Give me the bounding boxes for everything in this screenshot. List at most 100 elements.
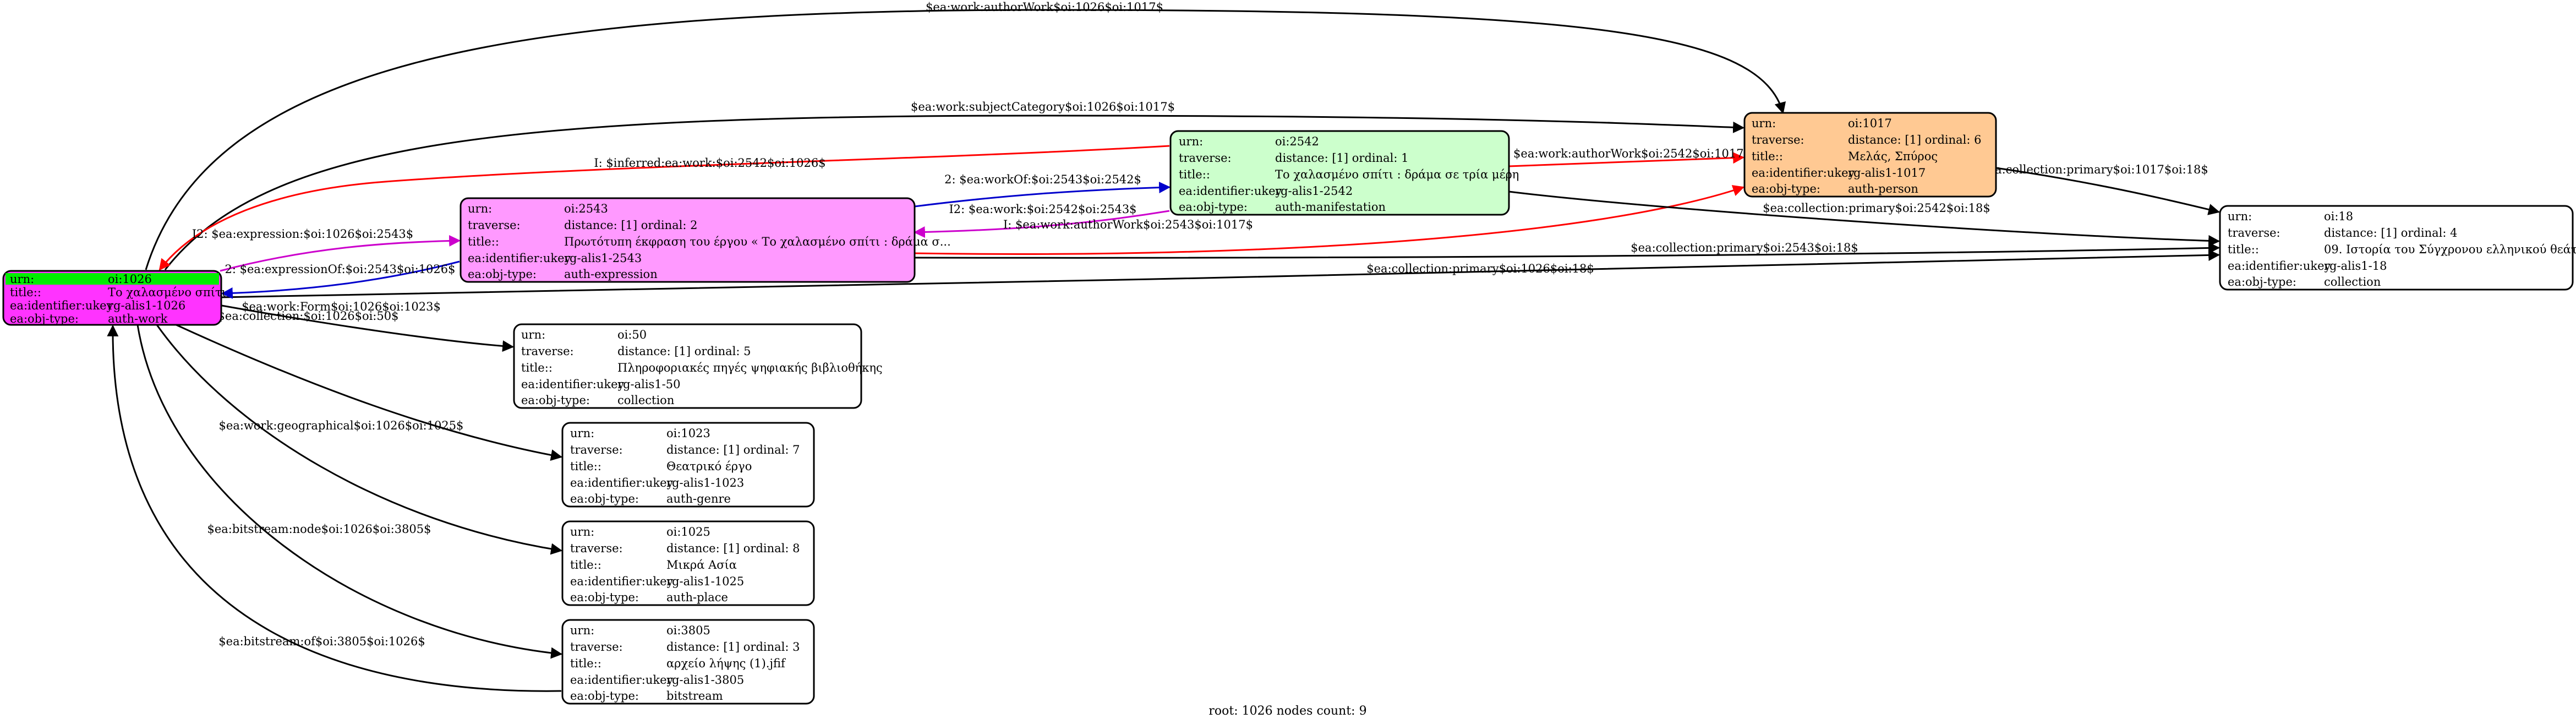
node-value: rg-alis1-1025	[666, 575, 744, 588]
edge-authorwork-1026-1017[interactable]	[145, 9, 1786, 270]
edge-label: $ea:work:subjectCategory$oi:1026$oi:1017…	[911, 100, 1175, 113]
edge-work-2542-2543[interactable]	[913, 210, 1170, 238]
node-value: αρχείο λήψης (1).jfif	[666, 657, 786, 670]
node-value: oi:1025	[666, 525, 710, 538]
edge-label: $ea:bitstream:node$oi:1026$oi:3805$	[207, 522, 431, 536]
node-value: collection	[617, 394, 674, 407]
node-value: Θεατρικό έργο	[666, 460, 752, 473]
node-value: distance: [1] ordinal: 8	[666, 542, 800, 555]
node-value: distance: [1] ordinal: 4	[2324, 226, 2458, 239]
edge-collprimary-2542-18[interactable]	[1508, 190, 2220, 247]
edge-subjectcategory-1026-1017[interactable]	[164, 115, 1745, 270]
node-value: auth-expression	[564, 268, 658, 281]
edge-label: 2: $ea:expressionOf:$oi:2543$oi:1026$	[225, 263, 455, 276]
node-key: ea:identifier:ukey	[1752, 166, 1855, 179]
node-2542[interactable]: urn: oi:2542 traverse: distance: [1] ord…	[1169, 130, 1519, 216]
node-1026[interactable]: urn: oi:1026 title:: Το χαλασμένο σπίτι …	[2, 270, 226, 326]
node-value: distance: [1] ordinal: 3	[666, 640, 800, 654]
node-value: Πληροφοριακές πηγές ψηφιακής βιβλιοθήκης	[617, 361, 883, 374]
edge-workform-1026-1023[interactable]	[176, 324, 563, 461]
node-key: title::	[10, 286, 41, 299]
node-key: title::	[570, 558, 601, 571]
node-key: urn:	[521, 328, 545, 341]
node-value: distance: [1] ordinal: 7	[666, 443, 800, 456]
node-value: rg-alis1-50	[617, 378, 681, 391]
node-value: auth-place	[666, 591, 728, 604]
node-key: traverse:	[1752, 133, 1804, 146]
node-value: auth-manifestation	[1275, 200, 1386, 214]
node-key: ea:obj-type:	[468, 268, 537, 281]
node-key: urn:	[10, 273, 34, 286]
node-key: ea:obj-type:	[570, 492, 639, 505]
edge-geographical-1026-1025[interactable]	[156, 324, 563, 555]
node-key: title::	[2228, 243, 2259, 256]
node-1025[interactable]: urn: oi:1025 traverse: distance: [1] ord…	[561, 520, 815, 606]
node-key: traverse:	[570, 542, 623, 555]
node-value: oi:2543	[564, 202, 608, 215]
node-value: Το χαλασμένο σπίτι	[108, 286, 226, 299]
node-key: title::	[570, 657, 601, 670]
node-key: ea:obj-type:	[570, 689, 639, 703]
node-key: traverse:	[521, 345, 574, 358]
node-key: title::	[1179, 168, 1210, 181]
edge-label: $ea:work:authorWork$oi:1026$oi:1017$	[926, 1, 1163, 14]
node-key: traverse:	[570, 443, 623, 456]
node-value: distance: [1] ordinal: 5	[617, 345, 751, 358]
edge-bitstreamof-3805-1026[interactable]	[107, 324, 562, 692]
node-header-highlight	[6, 273, 219, 285]
node-key: title::	[468, 235, 499, 248]
node-value: oi:3805	[666, 624, 710, 637]
node-3805[interactable]: urn: oi:3805 traverse: distance: [1] ord…	[561, 619, 815, 705]
node-key: traverse:	[570, 640, 623, 654]
edge-label: $ea:work:Form$oi:1026$oi:1023$	[242, 300, 441, 313]
node-2543[interactable]: urn: oi:2543 traverse: distance: [1] ord…	[460, 197, 951, 283]
edge-expression-1026-2543[interactable]	[220, 235, 461, 272]
node-key: ea:identifier:ukey	[570, 673, 674, 687]
node-key: urn:	[570, 525, 594, 538]
edge-collection-1026-50[interactable]	[221, 304, 515, 352]
node-value: oi:18	[2324, 210, 2353, 223]
node-key: ea:identifier:ukey	[570, 476, 674, 489]
edge-collprimary-1017-18[interactable]	[1995, 167, 2220, 215]
node-value: collection	[2324, 275, 2381, 288]
node-value: rg-alis1-1026	[108, 299, 185, 312]
node-value: distance: [1] ordinal: 1	[1275, 151, 1409, 165]
node-value: auth-work	[108, 312, 168, 325]
edge-expressionof-2543-1026[interactable]	[221, 260, 460, 299]
edge-label: $ea:collection:primary$oi:1017$oi:18$	[1981, 163, 2208, 176]
node-key: urn:	[1752, 117, 1776, 130]
node-value: rg-alis1-2542	[1275, 184, 1353, 198]
edge-collprimary-2543-18[interactable]	[914, 242, 2220, 259]
edge-label: $ea:collection:primary$oi:2543$oi:18$	[1631, 241, 1858, 254]
node-value: Πρωτότυπη έκφραση του έργου « Το χαλασμέ…	[564, 235, 951, 248]
node-1017[interactable]: urn: oi:1017 traverse: distance: [1] ord…	[1743, 112, 1997, 198]
node-value: oi:1026	[108, 273, 152, 286]
node-key: ea:obj-type:	[2228, 275, 2296, 288]
edge-label: I: $inferred:ea:work:$oi:2542$oi:1026$	[594, 156, 825, 170]
node-value: Μελάς, Σπύρος	[1848, 150, 1938, 163]
edge-workof-2543-2542[interactable]	[914, 182, 1171, 208]
node-value: auth-genre	[666, 492, 731, 505]
node-value: oi:2542	[1275, 135, 1319, 148]
node-key: ea:obj-type:	[10, 312, 79, 325]
edge-bitstreamnode-1026-3805[interactable]	[136, 324, 563, 659]
node-value: oi:1023	[666, 427, 710, 440]
node-key: urn:	[2228, 210, 2252, 223]
node-value: oi:50	[617, 328, 647, 341]
node-key: ea:identifier:ukey	[521, 378, 625, 391]
edge-label: $ea:collection:primary$oi:2542$oi:18$	[1763, 202, 1990, 215]
node-key: ea:identifier:ukey	[2228, 259, 2331, 273]
node-key: ea:obj-type:	[1752, 182, 1820, 195]
node-value: rg-alis1-2543	[564, 252, 642, 265]
node-value: rg-alis1-1023	[666, 476, 744, 489]
node-key: urn:	[570, 427, 594, 440]
node-key: urn:	[468, 202, 492, 215]
node-18[interactable]: urn: oi:18 traverse: distance: [1] ordin…	[2219, 205, 2576, 291]
node-value: bitstream	[666, 689, 723, 703]
node-1023[interactable]: urn: oi:1023 traverse: distance: [1] ord…	[561, 422, 815, 508]
node-key: ea:identifier:ukey	[1179, 184, 1282, 198]
node-value: Το χαλασμένο σπίτι : δράμα σε τρία μέρη	[1275, 168, 1519, 181]
edge-inferred-2542-1026[interactable]	[158, 145, 1170, 271]
edge-authorwork-2542-1017[interactable]	[1508, 152, 1745, 167]
node-50[interactable]: urn: oi:50 traverse: distance: [1] ordin…	[513, 323, 883, 409]
